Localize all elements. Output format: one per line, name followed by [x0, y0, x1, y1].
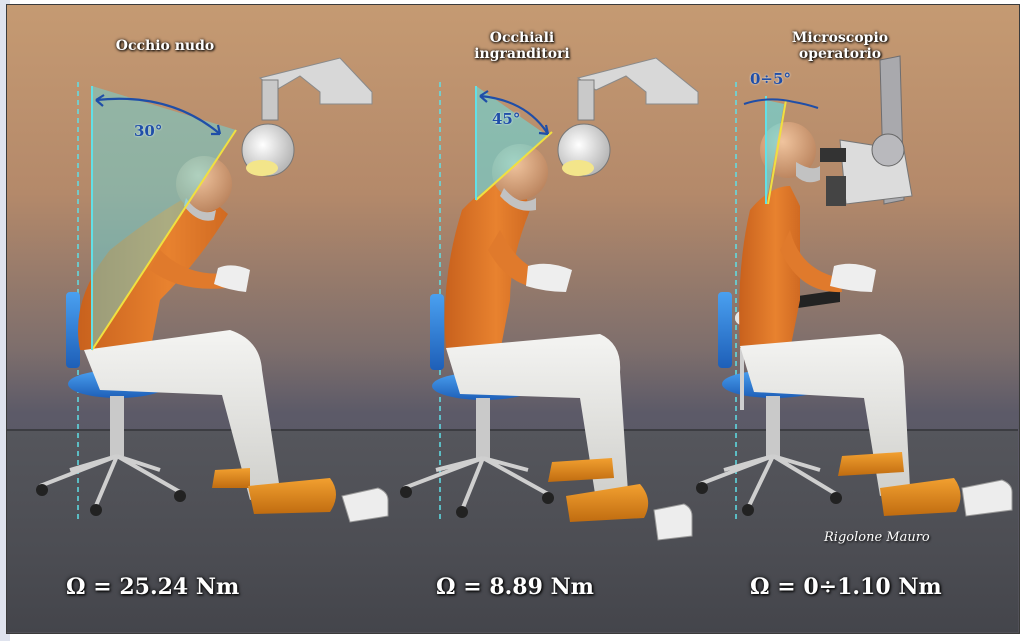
dental-lamp-2: [558, 58, 698, 176]
dental-lamp-1: [242, 58, 372, 176]
panel-3-title: Microscopio operatorio: [780, 30, 900, 62]
panel-1-angle-label: 30°: [134, 122, 162, 140]
panel-2-angle-label: 45°: [492, 110, 520, 128]
operator-2: [445, 144, 648, 522]
panel-3-torque: Ω = 0÷1.10 Nm: [750, 574, 942, 600]
panel-2-figure: [400, 58, 698, 540]
panel-2-title: Occhiali ingranditori: [462, 30, 582, 62]
panel-3-figure: [696, 56, 1012, 520]
panel-1-title: Occhio nudo: [100, 38, 230, 54]
panel-2-torque: Ω = 8.89 Nm: [436, 574, 594, 600]
panel-1-torque: Ω = 25.24 Nm: [66, 574, 239, 600]
operating-microscope: [820, 56, 912, 206]
panel-1-figure: [36, 58, 388, 522]
panel-3-angle-label: 0÷5°: [750, 70, 791, 88]
artist-signature: Rigolone Mauro: [824, 530, 930, 545]
